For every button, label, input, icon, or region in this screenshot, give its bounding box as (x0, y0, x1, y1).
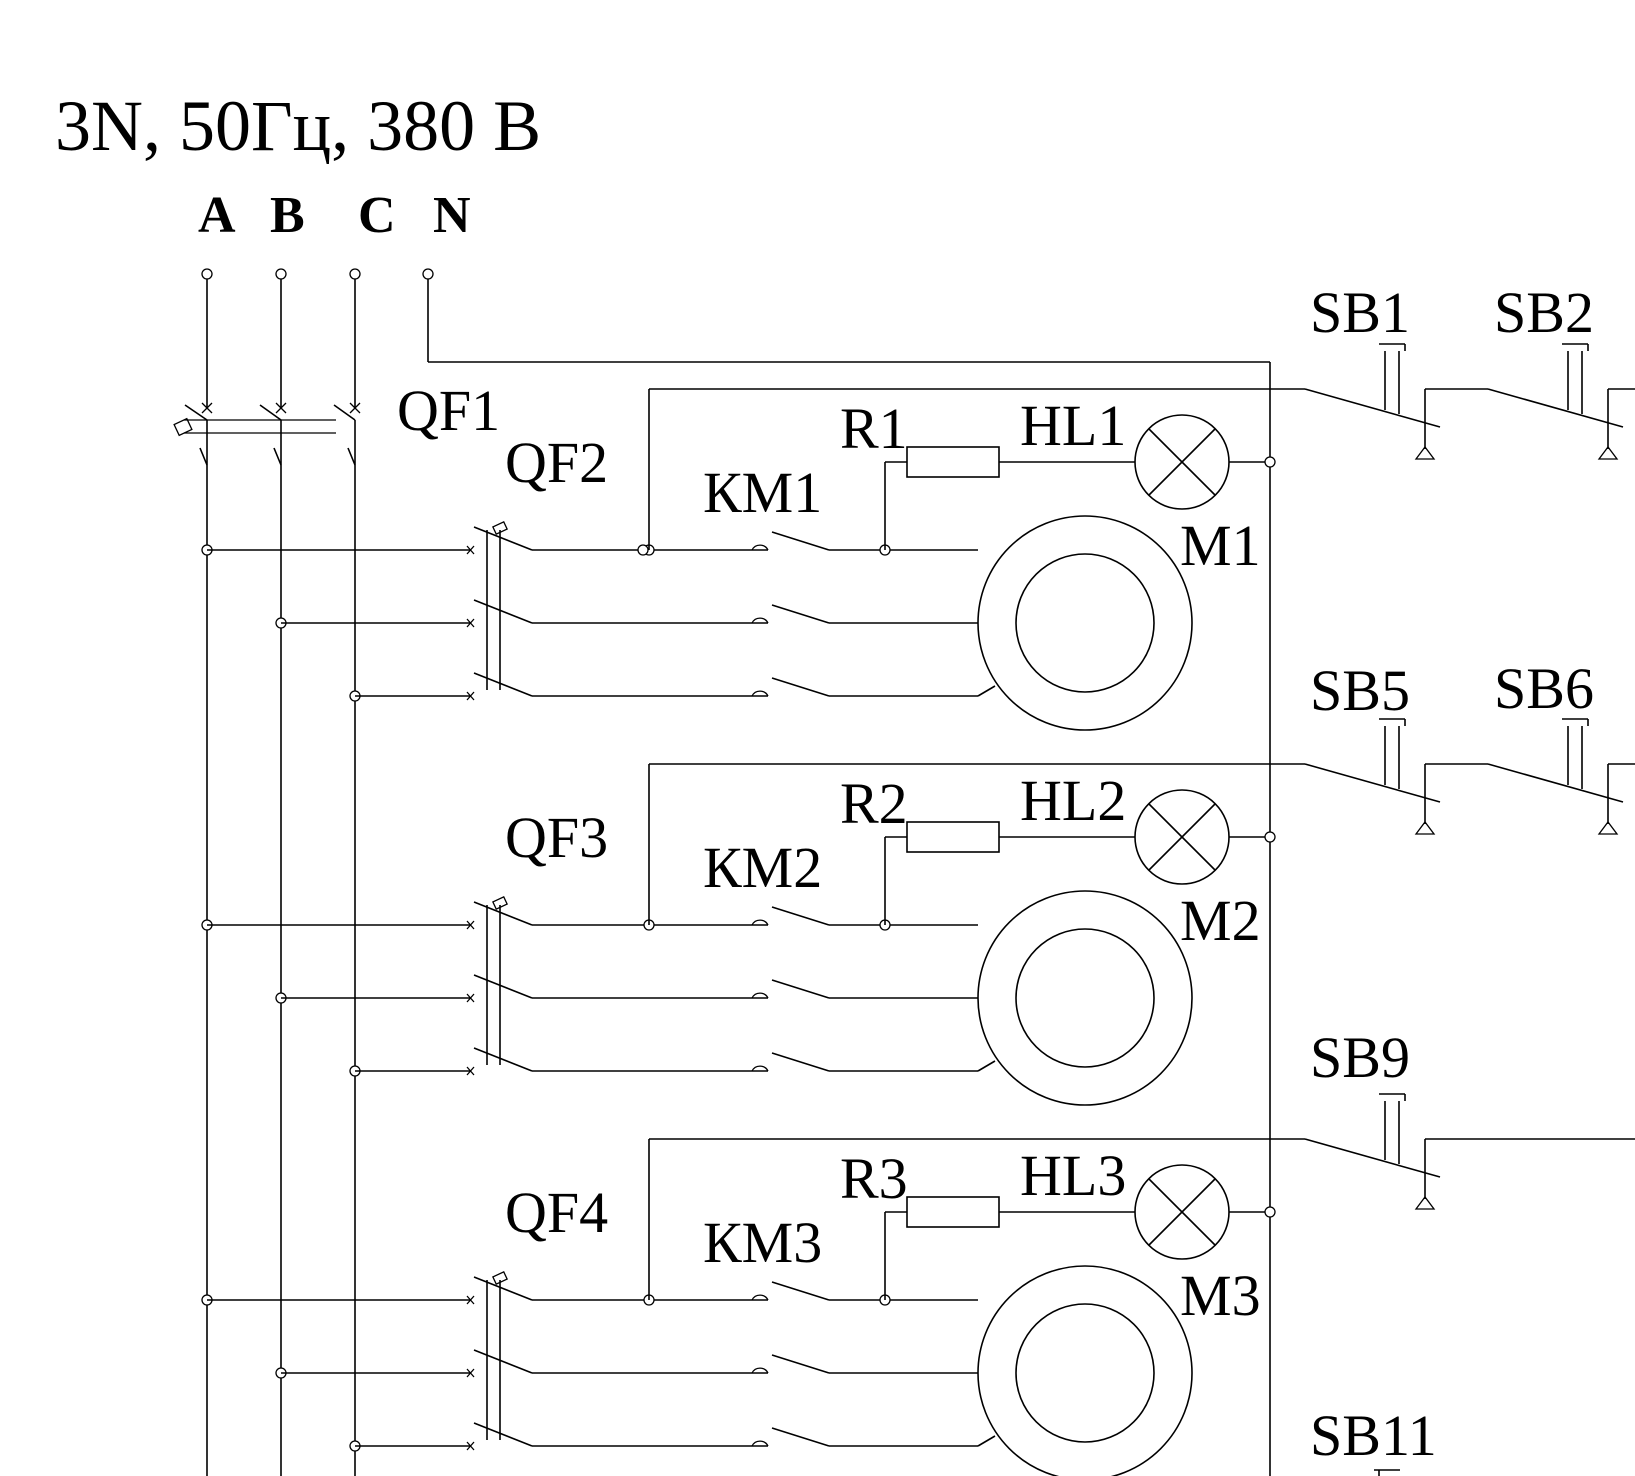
motor-label: M2 (1180, 888, 1261, 953)
incoming-wires (206, 279, 356, 408)
lamp-label: HL3 (1020, 1143, 1126, 1208)
main-breaker-qf1 (173, 402, 361, 466)
sb-row2-b-contact (1487, 718, 1624, 835)
motor-rotor (1015, 553, 1155, 693)
lamp-label: HL2 (1020, 768, 1126, 833)
sb2-label: SB2 (1494, 280, 1594, 345)
sb6-label: SB6 (1494, 656, 1594, 721)
phase-label-c: C (358, 187, 396, 244)
resistor-label: R3 (840, 1146, 908, 1211)
phase-label-n: N (433, 187, 471, 244)
resistor-label: R2 (840, 771, 908, 836)
supply-title: 3N, 50Гц, 380 В (55, 86, 541, 166)
motor-icon (977, 1265, 1193, 1476)
neutral-tap (1264, 831, 1276, 843)
phase-label-b: B (270, 187, 305, 244)
resistor (906, 446, 1000, 478)
breaker-label: QF3 (505, 805, 608, 870)
resistor-label: R1 (840, 396, 908, 461)
supply-terminals (201, 268, 434, 280)
sb11-label: SB11 (1310, 1403, 1437, 1468)
breaker-label: QF4 (505, 1180, 608, 1245)
resistor (906, 1196, 1000, 1228)
neutral-tap (1264, 1206, 1276, 1218)
sb1-label: SB1 (1310, 280, 1410, 345)
sb9-label: SB9 (1310, 1025, 1410, 1090)
phase-bus (206, 465, 356, 1476)
sb-row1-b-contact (1487, 343, 1624, 460)
contactor-label: КМ1 (703, 460, 822, 525)
sb-row3-a-contact (1304, 1093, 1441, 1210)
terminal-n (422, 268, 434, 280)
neutral-tap (1264, 456, 1276, 468)
resistor (906, 821, 1000, 853)
contactor-label: КМ2 (703, 835, 822, 900)
motor-label: M1 (1180, 513, 1261, 578)
motor-icon (977, 515, 1193, 731)
breaker-label: QF2 (505, 430, 608, 495)
lamp-label: HL1 (1020, 393, 1126, 458)
sb5-label: SB5 (1310, 658, 1410, 723)
sb-row1-a-contact (1304, 343, 1441, 460)
terminal-c (349, 268, 361, 280)
motor-rotor (1015, 1303, 1155, 1443)
terminal-b (275, 268, 287, 280)
push-buttons (1304, 343, 1635, 1476)
motor-icon (977, 890, 1193, 1106)
contactor-label: КМ3 (703, 1210, 822, 1275)
motor-rotor (1015, 928, 1155, 1068)
sb-row2-a-contact (1304, 718, 1441, 835)
neutral-line (427, 279, 1271, 1476)
motor-label: M3 (1180, 1263, 1261, 1328)
terminal-a (201, 268, 213, 280)
qf1-label: QF1 (397, 378, 500, 443)
control-tap (637, 544, 649, 556)
phase-label-a: A (198, 187, 236, 244)
